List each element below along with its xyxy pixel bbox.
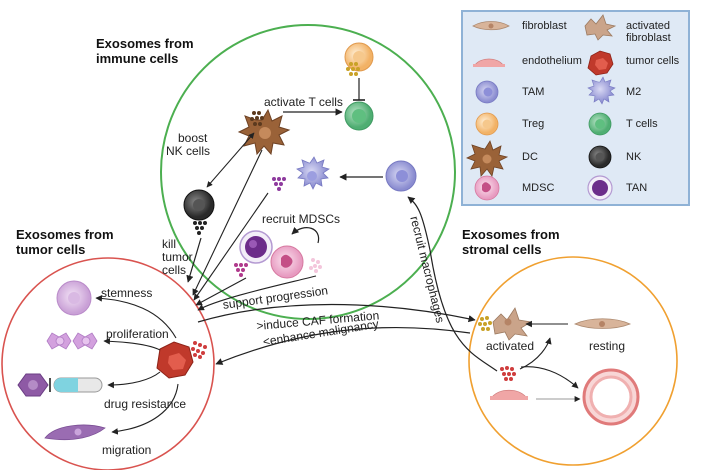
exosome-dots-m2 — [272, 177, 286, 191]
legend-activated-fibroblast-icon — [584, 14, 617, 41]
arrow-dc-to-tumor — [192, 149, 263, 296]
stromal-heading-line2: stromal cells — [462, 242, 542, 257]
legend-t-cell-icon — [588, 112, 612, 136]
legend-endothelium-icon — [473, 58, 505, 67]
endothelium-cell-icon — [490, 389, 528, 400]
legend-label-m2: M2 — [626, 86, 642, 98]
arrow-to-migration — [111, 383, 179, 435]
legend-tam-icon — [475, 80, 499, 104]
t-cell-icon — [344, 101, 374, 131]
drug-capsule-icon — [49, 377, 103, 393]
immune-cells-circle — [160, 24, 456, 320]
tumor-cell-icon — [156, 341, 194, 379]
label-drug-resistance: drug resistance — [104, 397, 187, 411]
exosome-dots-tumor — [191, 341, 207, 359]
legend-label-endothelium: endothelium — [522, 55, 582, 67]
arrow-recruit-mdsc — [291, 226, 320, 244]
legend-treg-icon — [475, 112, 499, 136]
label-kill-line2: tumor — [162, 250, 193, 264]
legend-dc-icon — [466, 140, 509, 177]
tam-cell-icon — [385, 160, 417, 192]
arrow-dc-nk-boost — [206, 132, 255, 188]
arrow-support-progression — [197, 275, 317, 311]
legend-box: fibroblast activated fibroblast endothel… — [461, 10, 690, 206]
label-activated: activated — [486, 339, 535, 353]
arrow-recruit-macrophages — [407, 196, 498, 372]
tumor-cells-circle — [1, 257, 215, 470]
arrow-to-stemness — [95, 295, 177, 339]
legend-label-tumor-cells: tumor cells — [626, 55, 680, 67]
exosome-dots-caf — [478, 316, 492, 331]
exosome-dots-nk — [193, 221, 207, 235]
exosome-dots-treg — [346, 62, 360, 76]
arrow-endo-to-vessel — [520, 366, 579, 389]
immune-heading-line2: immune cells — [96, 51, 179, 66]
stromal-heading-line1: Exosomes from — [462, 227, 560, 242]
legend-tumor-cell-icon — [587, 50, 614, 76]
legend-tan-icon — [587, 175, 613, 201]
legend-label-activated-fibroblast: activated fibroblast — [626, 20, 671, 44]
label-recruit-mdscs: recruit MDSCs — [262, 212, 341, 226]
legend-label-mdsc: MDSC — [522, 182, 555, 194]
legend-label-treg: Treg — [522, 118, 545, 130]
nk-cell-icon — [183, 189, 215, 221]
arrow-enhance-malignancy — [215, 326, 471, 365]
arrow-m2-to-tumor — [193, 192, 269, 301]
dc-cell-icon — [237, 108, 291, 156]
tumor-heading-line2: tumor cells — [16, 242, 86, 257]
exosome-dots-tan — [234, 263, 248, 277]
arrow-kill-tumor — [186, 237, 202, 283]
label-boost-line2: NK cells — [166, 144, 211, 158]
label-proliferation: proliferation — [106, 327, 169, 341]
tan-cell-icon — [239, 230, 273, 264]
legend-label-tam: TAM — [522, 86, 545, 98]
arrow-to-proliferation — [103, 337, 161, 351]
legend-label-nk: NK — [626, 151, 642, 163]
immune-heading-line1: Exosomes from — [96, 36, 194, 51]
label-kill-line3: cells — [162, 263, 187, 277]
mdsc-cell-icon — [270, 245, 304, 279]
legend-label-tan: TAN — [626, 182, 648, 194]
exosome-dots-dc — [250, 111, 264, 126]
stem-cell-icon — [56, 280, 92, 316]
stromal-cells-circle — [468, 256, 678, 466]
migrating-cell-icon — [44, 424, 106, 441]
label-activate-t-cells: activate T cells — [264, 95, 343, 109]
legend-nk-icon — [588, 145, 612, 169]
label-boost-line1: boost — [178, 131, 208, 145]
label-resting: resting — [589, 339, 626, 353]
treg-cell-icon — [344, 42, 374, 72]
legend-mdsc-icon — [474, 175, 500, 201]
label-stemness: stemness — [101, 286, 153, 300]
resting-fibroblast-cell-icon — [573, 318, 632, 329]
blood-vessel-icon — [582, 368, 640, 426]
legend-label-dc: DC — [522, 151, 538, 163]
proliferating-cell-icon — [46, 332, 98, 350]
m2-cell-icon — [296, 156, 330, 190]
label-kill-line1: kill — [162, 237, 176, 251]
arrow-tan-to-tumor — [195, 277, 247, 306]
exosome-dots-mdsc — [309, 258, 322, 273]
tumor-heading-line1: Exosomes from — [16, 227, 114, 242]
legend-fibroblast-icon — [472, 21, 510, 31]
label-migration: migration — [102, 443, 152, 457]
arrow-induce-caf — [197, 303, 476, 323]
legend-label-fibroblast: fibroblast — [522, 20, 567, 32]
activated-fibroblast-cell-icon — [492, 307, 533, 341]
legend-icons — [466, 14, 617, 201]
resistant-cell-icon — [17, 373, 49, 397]
arrow-to-drug-resistance — [107, 371, 161, 389]
legend-label-t-cells: T cells — [626, 118, 658, 130]
legend-m2-icon — [587, 76, 616, 105]
exosome-dots-endothelium — [500, 366, 516, 381]
